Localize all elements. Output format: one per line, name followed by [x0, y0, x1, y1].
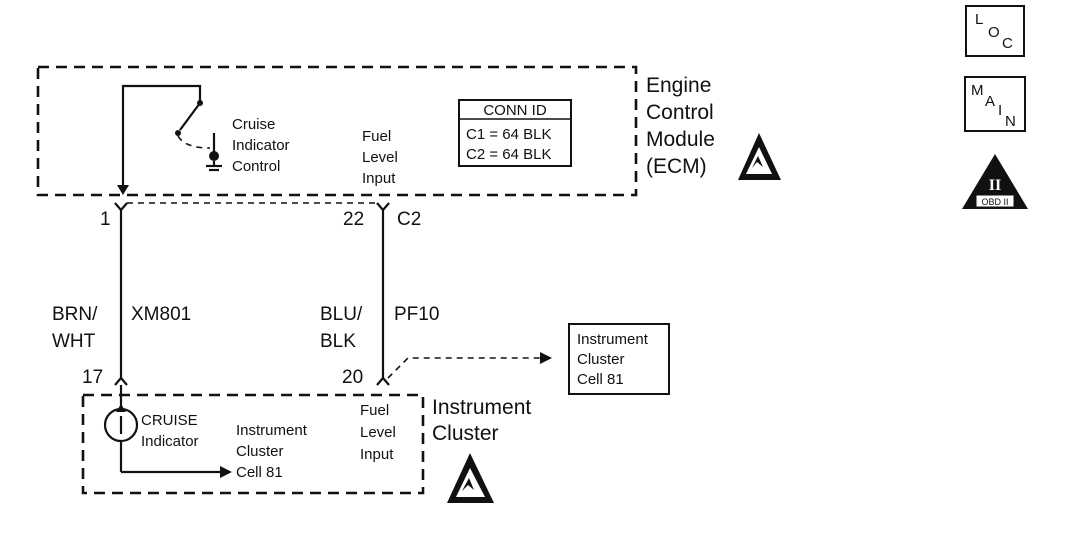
main-letter-3: I [998, 102, 1002, 119]
loc-letter-3: C [1002, 35, 1013, 52]
ref-box-line-1: Instrument [577, 331, 649, 348]
right-ecm-pin: 22 [343, 209, 364, 230]
loc-letter-1: L [975, 11, 983, 28]
cluster-label-line-1: Instrument [432, 396, 531, 419]
esd-warning-icon [447, 453, 494, 503]
conn-id-header: CONN ID [483, 102, 547, 119]
left-wire-circuit: XM801 [131, 304, 191, 325]
obd-ii-icon: II OBD II [962, 154, 1028, 209]
cluster-fuel-input-line-2: Level [360, 424, 396, 441]
switch-label-line-1: Cruise [232, 116, 275, 133]
cluster-ref-line-2: Cluster [236, 443, 284, 460]
cluster-pin-20-connector [376, 376, 390, 386]
main-letter-1: M [971, 82, 984, 99]
left-cluster-pin: 17 [82, 367, 103, 388]
switch-label-line-2: Indicator [232, 137, 290, 154]
conn-id-row-1: C1 = 64 BLK [466, 126, 551, 143]
obd-label: OBD II [981, 197, 1008, 207]
ecm-fuel-input-line-1: Fuel [362, 128, 391, 145]
cluster-pin-17-connector [114, 376, 128, 386]
ecm-label-line-1: Engine [646, 74, 711, 97]
ref-leader-arrow-icon [540, 352, 552, 364]
right-wire-color-line-1: BLU/ [320, 304, 363, 325]
left-ecm-pin: 1 [100, 209, 111, 230]
right-ecm-connector-id: C2 [397, 209, 421, 230]
right-wire-circuit: PF10 [394, 304, 439, 325]
ref-box-line-3: Cell 81 [577, 371, 624, 388]
cluster-fuel-input-line-1: Fuel [360, 402, 389, 419]
cruise-indicator-line-2: Indicator [141, 433, 199, 450]
switch-label-line-3: Control [232, 158, 280, 175]
conn-id-table: CONN ID C1 = 64 BLK C2 = 64 BLK [458, 99, 572, 167]
ecm-fuel-input-line-2: Level [362, 149, 398, 166]
ref-box-line-2: Cluster [577, 351, 625, 368]
cruise-switch [117, 84, 222, 195]
main-icon: M A I N [964, 76, 1026, 132]
loc-icon: L O C [965, 5, 1025, 57]
cluster-ref-line-3: Cell 81 [236, 464, 283, 481]
conn-id-row-2: C2 = 64 BLK [466, 146, 551, 163]
esd-warning-icon [738, 133, 781, 180]
ecm-label-line-4: (ECM) [646, 155, 707, 178]
main-letter-4: N [1005, 113, 1016, 130]
left-wire-color-line-1: BRN/ [52, 304, 98, 325]
cluster-fuel-input-line-3: Input [360, 446, 394, 463]
ecm-boundary [36, 65, 638, 197]
cluster-label-line-2: Cluster [432, 422, 499, 445]
ecm-label-line-3: Module [646, 128, 715, 151]
cruise-indicator-lamp-icon [103, 385, 232, 478]
cluster-boundary [81, 393, 425, 495]
instrument-cluster-ref-box [568, 323, 670, 395]
obd-numeral: II [989, 177, 1001, 194]
main-letter-2: A [985, 93, 995, 110]
ecm-label-line-2: Control [646, 101, 714, 124]
loc-letter-2: O [988, 24, 1000, 41]
right-wire-color-line-2: BLK [320, 331, 356, 352]
cluster-ref-line-1: Instrument [236, 422, 308, 439]
left-wire-color-line-2: WHT [52, 331, 96, 352]
right-cluster-pin: 20 [342, 367, 363, 388]
ref-leader-line [387, 357, 540, 379]
cruise-indicator-line-1: CRUISE [141, 412, 198, 429]
ecm-fuel-input-line-3: Input [362, 170, 396, 187]
